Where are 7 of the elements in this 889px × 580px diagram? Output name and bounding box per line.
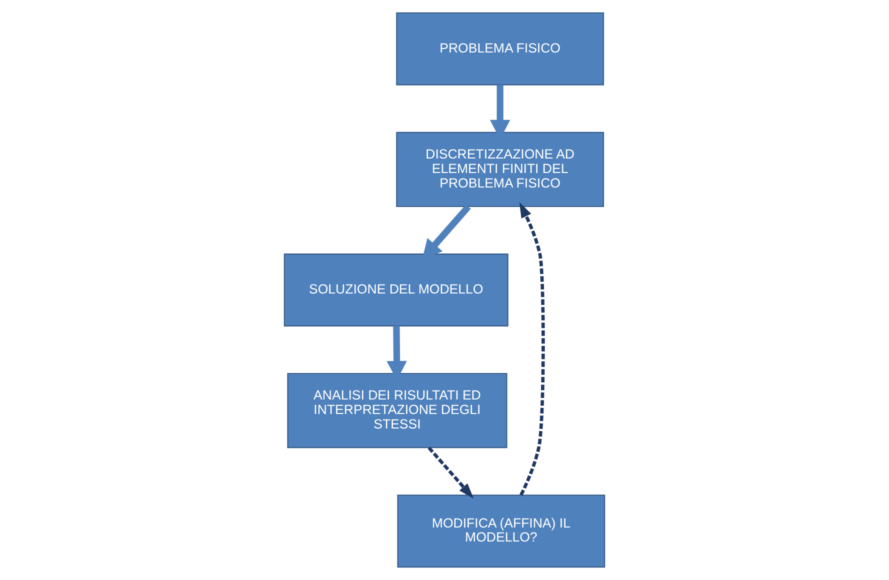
node-box: SOLUZIONE DEL MODELLO — [284, 254, 508, 326]
node-box: MODIFICA (AFFINA) IL MODELLO? — [397, 494, 606, 568]
arrow — [519, 202, 545, 496]
node-box: PROBLEMA FISICO — [396, 12, 604, 86]
node-box: DISCRETIZZAZIONE AD ELEMENTI FINITI DEL PROBLEMA FISICO — [396, 132, 604, 208]
arrow — [428, 446, 474, 499]
node-box: ANALISI DEI RISULTATI ED INTERPRETAZIONE DEGLI STESSI — [287, 372, 508, 448]
